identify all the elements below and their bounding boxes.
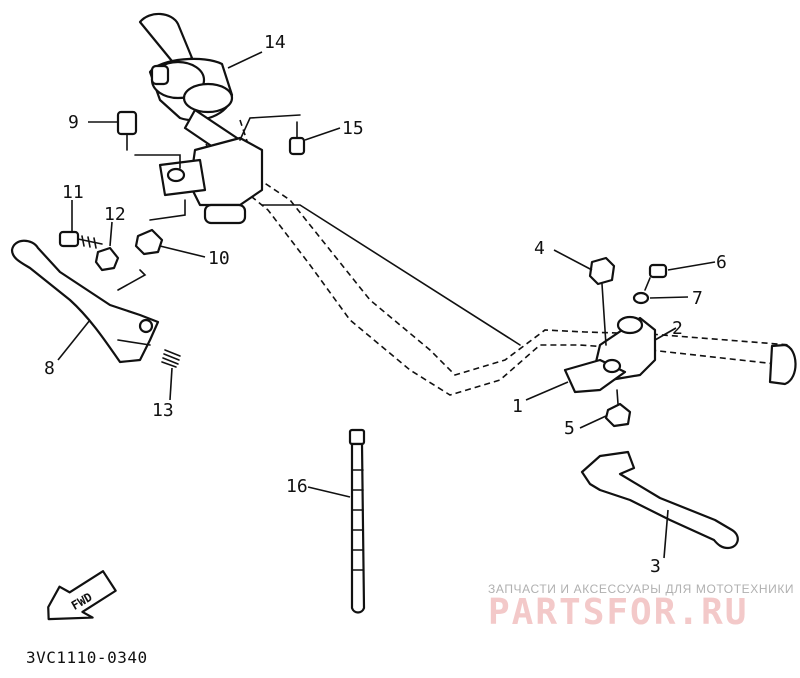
callout-1: 1	[512, 396, 523, 417]
callout-15: 15	[342, 118, 364, 139]
watermark-tagline: ЗАПЧАСТИ И АКСЕССУАРЫ ДЛЯ МОТОТЕХНИКИ	[488, 582, 795, 596]
nut-5	[604, 389, 632, 428]
watermark-brand: PARTSFOR.RU	[488, 592, 749, 633]
callout-3: 3	[650, 556, 661, 577]
callout-16: 16	[286, 476, 308, 497]
callout-6: 6	[716, 252, 727, 273]
spring-13	[161, 349, 181, 368]
callout-4: 4	[534, 238, 545, 259]
callout-8: 8	[44, 358, 55, 379]
screw-15	[288, 121, 306, 156]
callout-14: 14	[264, 32, 286, 53]
washer-7	[632, 291, 650, 305]
catalog-code: 3VC1110-0340	[26, 648, 148, 667]
nut-10	[134, 228, 164, 256]
callout-5: 5	[564, 418, 575, 439]
nut-12	[94, 246, 120, 272]
fwd-arrow: FWD	[47, 570, 117, 621]
callout-7: 7	[692, 288, 703, 309]
callout-13: 13	[152, 400, 174, 421]
clutch-lever-8	[10, 239, 160, 364]
clamp-bracket	[134, 114, 301, 225]
handlebar-tube	[138, 12, 797, 396]
throttle-housing	[148, 57, 242, 162]
callout-2: 2	[672, 318, 683, 339]
brake-lever-3	[580, 450, 739, 550]
callout-11: 11	[62, 182, 84, 203]
brake-holder	[563, 315, 657, 394]
callout-10: 10	[208, 248, 230, 269]
cable-tie-16	[348, 428, 366, 614]
callout-9: 9	[68, 112, 79, 133]
bolt-9	[116, 110, 138, 151]
screw-6	[644, 263, 668, 291]
callout-leaders	[57, 51, 716, 559]
bolt-11	[58, 230, 103, 249]
callout-12: 12	[104, 204, 126, 225]
bolt-4	[588, 256, 616, 346]
